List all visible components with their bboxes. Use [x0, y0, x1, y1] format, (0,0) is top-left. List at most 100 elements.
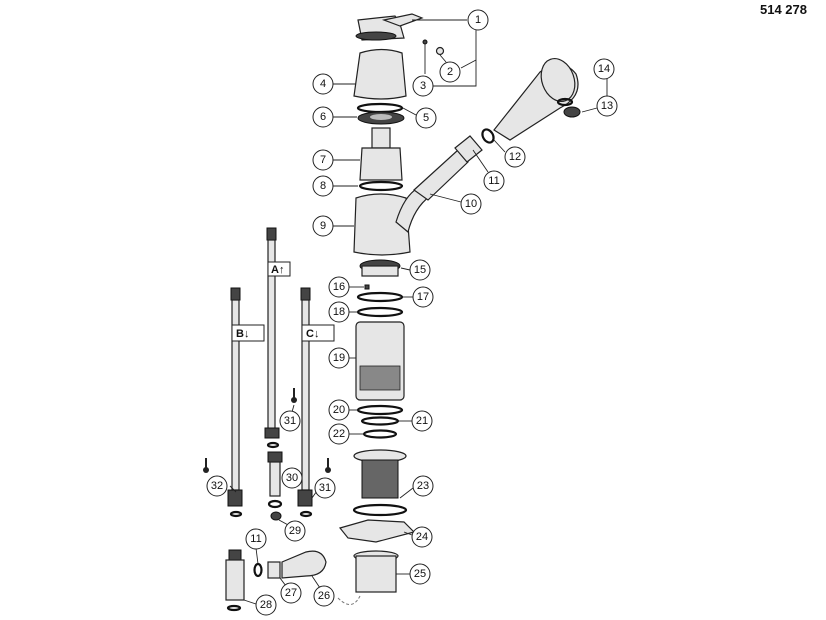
hose-label-c-box: C↓ — [301, 324, 335, 342]
svg-text:23: 23 — [417, 480, 429, 492]
part-washer-27 — [253, 562, 263, 578]
part-cap — [422, 39, 428, 45]
part-ring-21 — [360, 416, 400, 426]
svg-text:20: 20 — [333, 404, 345, 416]
svg-text:13: 13 — [601, 100, 613, 112]
svg-text:25: 25 — [414, 568, 426, 580]
hose-label-a: A↑ — [271, 264, 284, 276]
part-set-screw — [435, 46, 445, 56]
callout-19: 19 — [328, 347, 350, 369]
callout-1: 1 — [467, 9, 489, 31]
svg-text:24: 24 — [416, 531, 428, 543]
svg-text:5: 5 — [423, 112, 429, 124]
svg-text:11: 11 — [250, 533, 261, 545]
svg-text:4: 4 — [320, 78, 326, 90]
part-pin — [364, 284, 370, 290]
thermometer-icon — [325, 458, 331, 473]
svg-text:32: 32 — [211, 480, 223, 492]
hose-label-b-box: B↓ — [231, 324, 265, 342]
hose-b — [227, 287, 243, 507]
svg-text:16: 16 — [333, 281, 345, 293]
part-strainer — [270, 511, 282, 521]
svg-text:14: 14 — [598, 63, 610, 75]
part-ring-22 — [362, 429, 398, 439]
callout-6: 6 — [312, 106, 334, 128]
dashed-hose-path — [337, 595, 361, 605]
part-gasket-8 — [358, 180, 404, 192]
callout-11: 11 — [483, 170, 505, 192]
svg-text:11: 11 — [488, 175, 499, 187]
part-washer-12 — [481, 128, 495, 144]
part-hand-shower — [493, 58, 579, 141]
part-mixer-body — [353, 187, 432, 256]
part-lock-nut — [357, 111, 405, 125]
callout-11-b: 11 — [245, 528, 267, 550]
svg-text:30: 30 — [286, 472, 298, 484]
part-cover — [353, 48, 407, 100]
catalog-code: 514 278 — [760, 2, 807, 17]
callout-29: 29 — [284, 520, 306, 542]
thermometer-icon — [291, 388, 297, 403]
part-cartridge — [359, 127, 403, 181]
callout-3: 3 — [412, 75, 434, 97]
callout-17: 17 — [412, 286, 434, 308]
svg-text:12: 12 — [509, 151, 521, 163]
part-o-ring-18 — [356, 306, 404, 318]
callout-2: 2 — [439, 61, 461, 83]
svg-text:7: 7 — [320, 154, 326, 166]
callout-15: 15 — [409, 259, 431, 281]
svg-text:18: 18 — [333, 306, 345, 318]
callout-26: 26 — [313, 585, 335, 607]
part-diverter-valve — [225, 549, 245, 612]
svg-text:15: 15 — [414, 264, 426, 276]
part-aerator — [556, 97, 581, 118]
callout-20: 20 — [328, 399, 350, 421]
svg-text:29: 29 — [289, 525, 301, 537]
callout-32: 32 — [206, 475, 228, 497]
part-mounting-nut — [353, 550, 399, 593]
svg-text:28: 28 — [260, 599, 272, 611]
svg-text:27: 27 — [285, 587, 297, 599]
svg-text:21: 21 — [416, 415, 428, 427]
callout-18: 18 — [328, 301, 350, 323]
part-spout — [413, 149, 469, 201]
callout-9: 9 — [312, 215, 334, 237]
part-bracket — [338, 519, 416, 543]
callout-13: 13 — [596, 95, 618, 117]
callout-27: 27 — [280, 582, 302, 604]
callout-14: 14 — [593, 58, 615, 80]
part-washer-hose-a — [266, 441, 280, 449]
thermometer-icon — [203, 458, 209, 473]
part-shank — [355, 321, 405, 401]
part-adapter — [359, 259, 401, 277]
svg-text:2: 2 — [447, 66, 453, 78]
part-hose-coupling — [281, 550, 327, 579]
part-check-valve — [267, 451, 283, 509]
part-o-ring-5 — [356, 102, 404, 114]
callout-30: 30 — [281, 467, 303, 489]
callout-7: 7 — [312, 149, 334, 171]
callout-25: 25 — [409, 563, 431, 585]
callout-5: 5 — [415, 107, 437, 129]
svg-text:17: 17 — [417, 291, 429, 303]
part-washer-hose-b — [229, 510, 243, 518]
part-connector-11 — [454, 135, 483, 163]
svg-text:8: 8 — [320, 180, 326, 192]
callout-16: 16 — [328, 276, 350, 298]
svg-text:26: 26 — [318, 590, 330, 602]
svg-text:31: 31 — [284, 415, 296, 427]
svg-text:22: 22 — [333, 428, 345, 440]
part-filter — [352, 449, 408, 517]
svg-text:1: 1 — [475, 14, 481, 26]
callout-31-a: 31 — [279, 410, 301, 432]
hose-a — [264, 227, 280, 439]
part-nipple — [267, 561, 281, 579]
callout-12: 12 — [504, 146, 526, 168]
svg-text:31: 31 — [319, 482, 331, 494]
svg-text:10: 10 — [465, 198, 477, 210]
callout-28: 28 — [255, 594, 277, 616]
svg-text:6: 6 — [320, 111, 326, 123]
hose-label-b: B↓ — [236, 328, 249, 340]
callout-24: 24 — [411, 526, 433, 548]
svg-text:3: 3 — [420, 80, 426, 92]
